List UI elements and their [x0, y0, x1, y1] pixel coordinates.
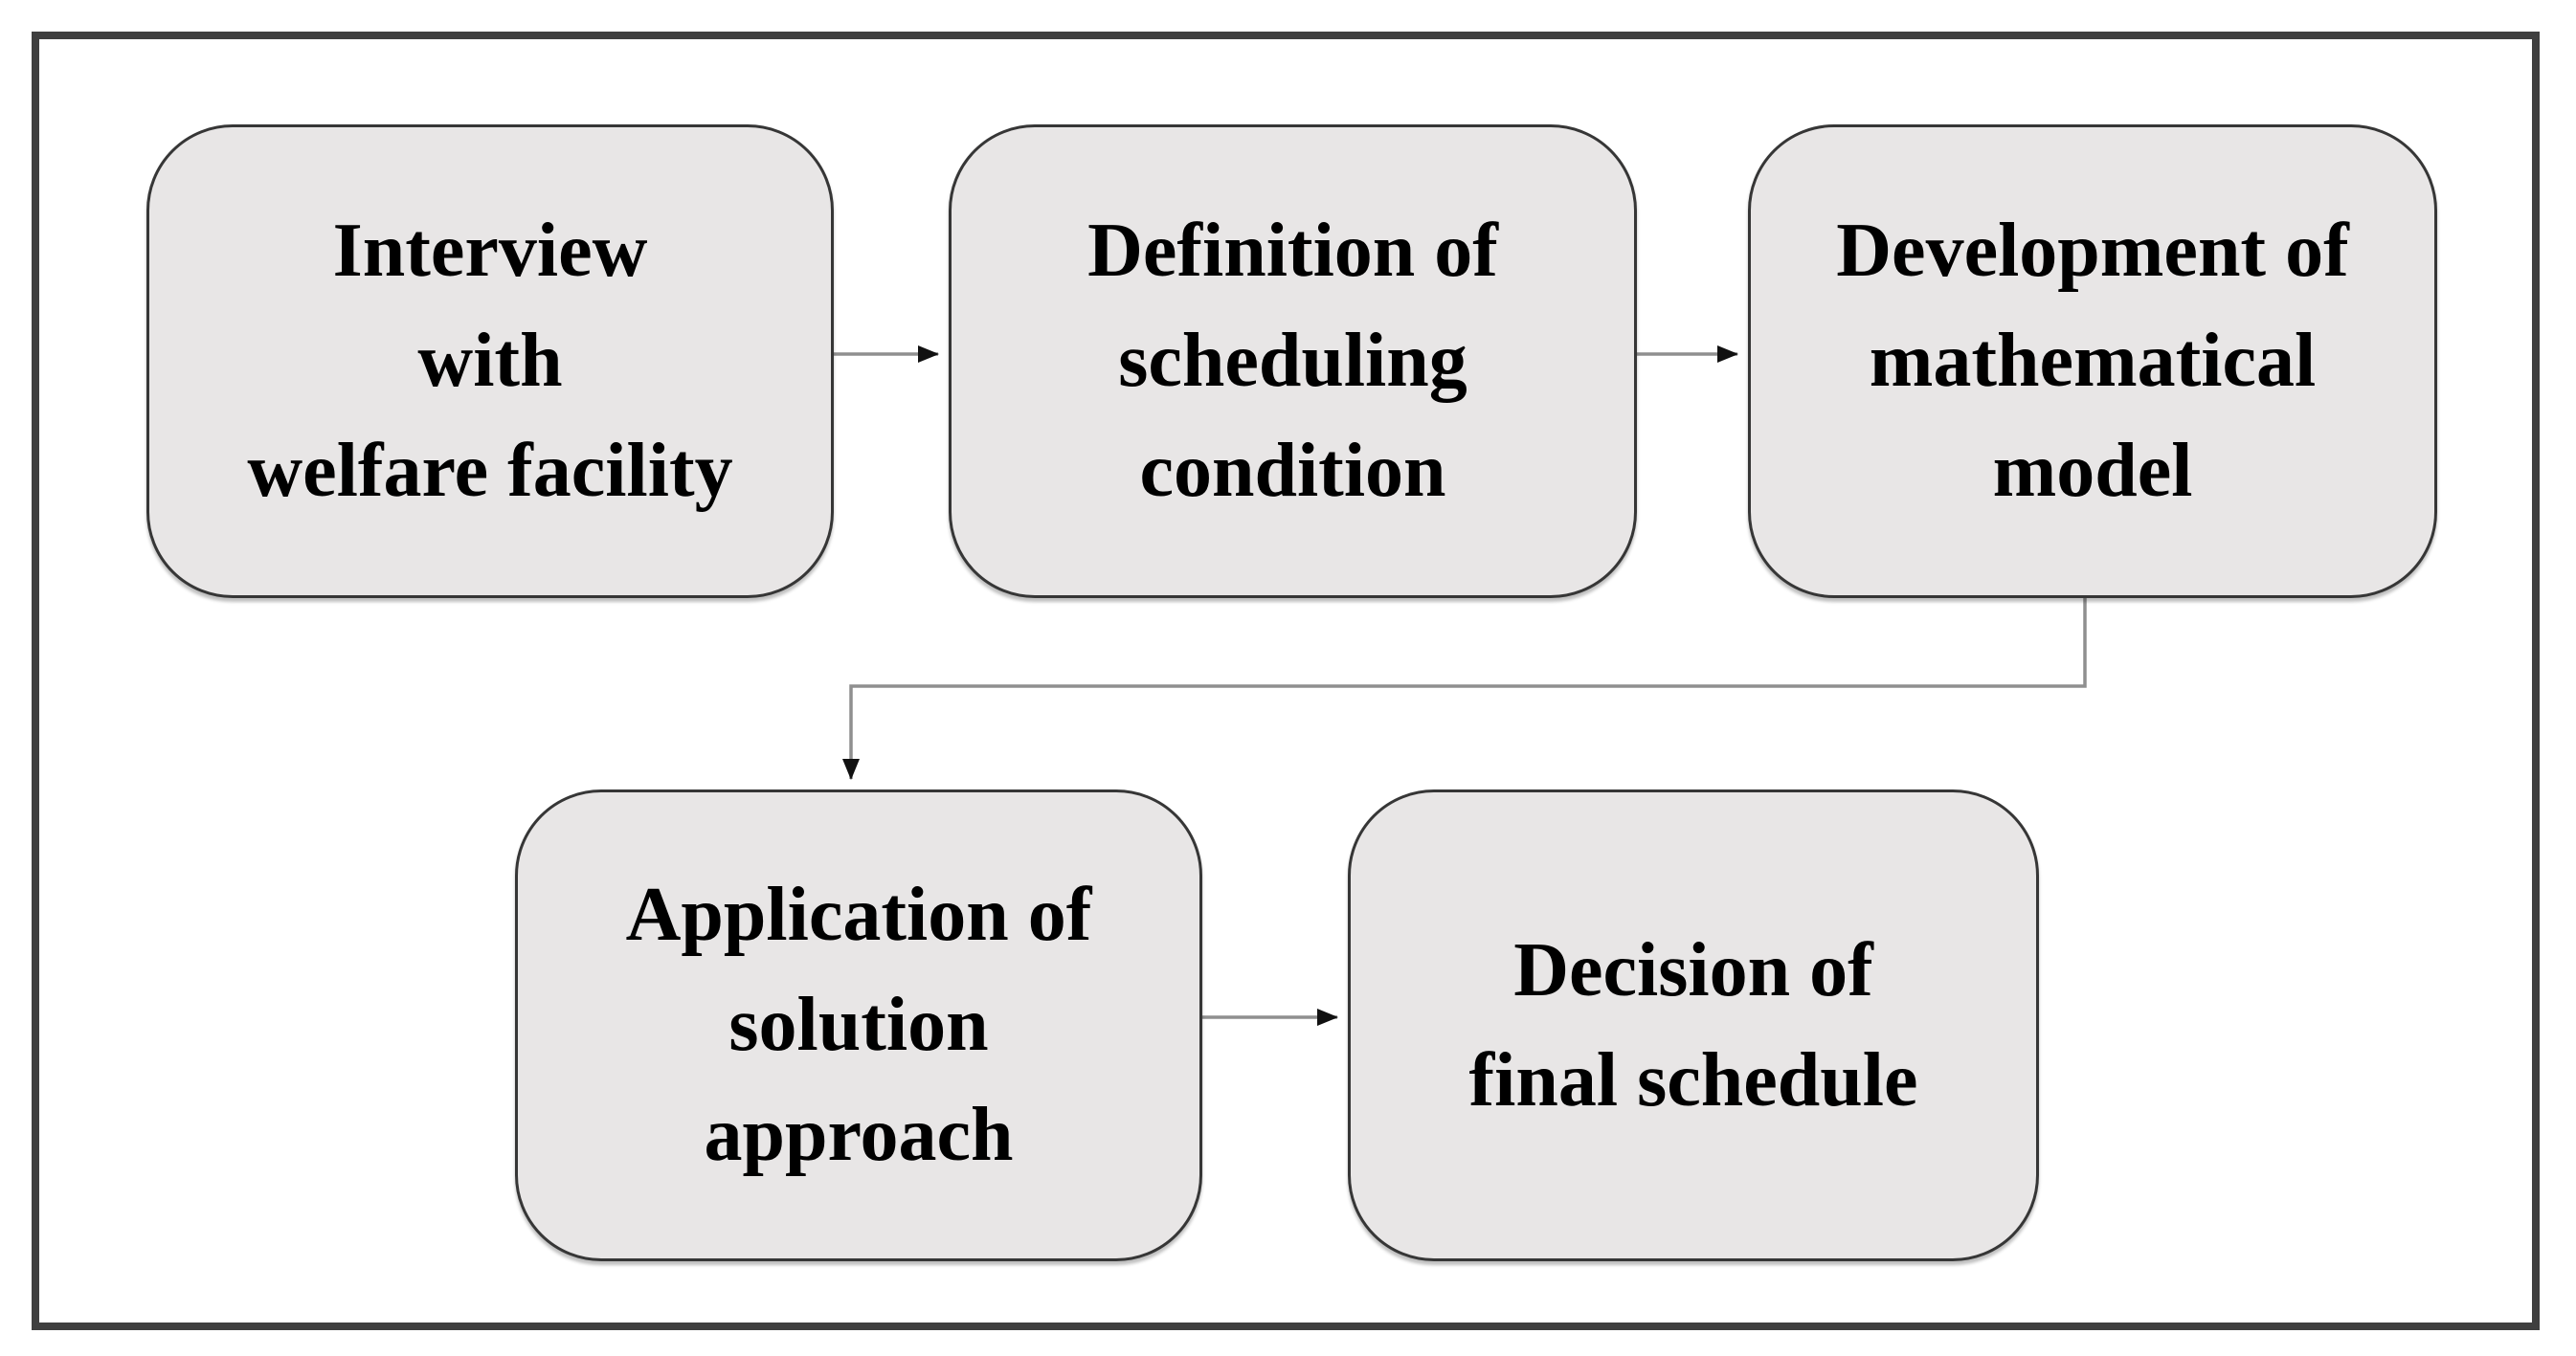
flow-node-definition: Definition of scheduling condition: [949, 124, 1637, 598]
flow-node-application: Application of solution approach: [515, 789, 1202, 1261]
node-label-line: final schedule: [1468, 1037, 1918, 1123]
node-label-line: Decision of: [1513, 927, 1873, 1012]
connector-layer: [827, 345, 2087, 1026]
node-label-line: scheduling: [1118, 319, 1467, 403]
node-label-line: Development of: [1836, 209, 2349, 293]
node-label-line: approach: [704, 1093, 1014, 1177]
flow-node-decision: Decision of final schedule: [1348, 789, 2039, 1261]
node-label-line: mathematical: [1869, 319, 2317, 403]
node-label-line: Interview: [332, 209, 648, 293]
flow-node-development: Development of mathematical model: [1748, 124, 2437, 598]
node-label-line: Definition of: [1087, 209, 1498, 293]
diagram-frame: Interview with welfare facility Definiti…: [32, 32, 2540, 1330]
node-label-line: Application of: [625, 873, 1092, 957]
node-label-line: welfare facility: [247, 429, 733, 513]
node-label-line: with: [417, 319, 563, 403]
node-label-line: solution: [728, 983, 989, 1067]
node-label-line: condition: [1139, 429, 1446, 513]
node-label-line: model: [1992, 429, 2193, 513]
flow-node-interview: Interview with welfare facility: [146, 124, 834, 598]
arrow-development-to-application: [842, 592, 2087, 780]
